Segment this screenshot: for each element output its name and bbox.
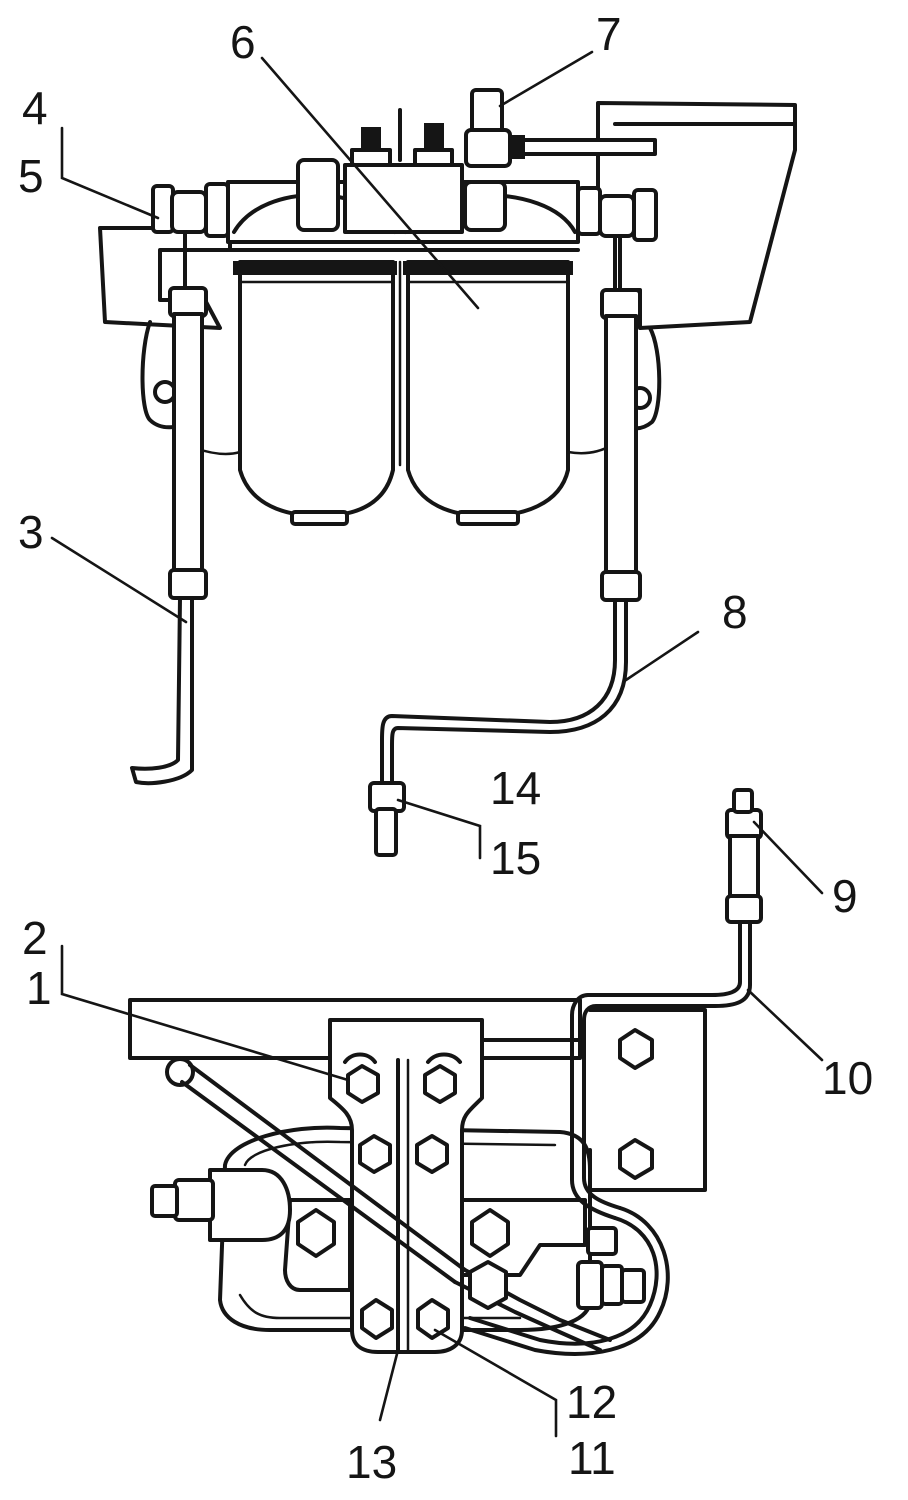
left-hose-nut-top bbox=[168, 286, 208, 318]
upper-right-hose bbox=[728, 834, 760, 902]
callout-4: 4 bbox=[22, 82, 48, 134]
center-bolt-right-top bbox=[424, 123, 444, 149]
callout-5: 5 bbox=[18, 150, 44, 202]
pump-inlet-cap bbox=[150, 1184, 179, 1218]
pipe-banjo-nut bbox=[468, 1260, 508, 1310]
callout-1: 1 bbox=[26, 962, 52, 1014]
callout-12: 12 bbox=[566, 1376, 617, 1428]
right-banjo-bolt bbox=[632, 188, 658, 242]
leader-1-2 bbox=[60, 944, 350, 1082]
center-bolt-left-top bbox=[361, 127, 381, 149]
pump-bolt-right bbox=[470, 1208, 510, 1258]
upper-right-fitting-nut bbox=[725, 894, 763, 924]
side-plate-bolt-top bbox=[618, 1028, 654, 1070]
filter-bowl-left bbox=[238, 260, 395, 518]
supply-line-loop bbox=[463, 1206, 670, 1356]
return-valve-body bbox=[464, 128, 512, 168]
pump-inlet-nut bbox=[173, 1178, 215, 1222]
leader-10 bbox=[746, 988, 824, 1062]
clamp-bolt-3 bbox=[358, 1134, 392, 1174]
leader-4-5 bbox=[60, 126, 160, 220]
clamp-bolt-4 bbox=[415, 1134, 449, 1174]
pump-bolt-left bbox=[296, 1208, 336, 1258]
return-pipe-nut bbox=[509, 135, 525, 159]
callout-9: 9 bbox=[832, 870, 858, 922]
line-end-stub bbox=[374, 807, 398, 857]
leader-9 bbox=[752, 820, 824, 895]
callout-11: 11 bbox=[568, 1432, 616, 1484]
callout-labels: 4 5 6 7 3 8 14 15 9 2 1 10 12 11 13 bbox=[18, 8, 873, 1488]
pump-assembly bbox=[128, 788, 763, 1356]
clamp-bolt-5 bbox=[360, 1298, 394, 1340]
right-hose-nut-bottom bbox=[600, 570, 642, 602]
bleed-plug-left bbox=[296, 158, 340, 232]
left-hose bbox=[172, 312, 204, 578]
upper-right-fitting-cap bbox=[732, 788, 754, 814]
bowl-band-left bbox=[233, 261, 397, 275]
clamp-bolt-6 bbox=[416, 1298, 450, 1340]
pump-rib bbox=[283, 1198, 352, 1292]
drain-plug-right bbox=[456, 510, 520, 526]
lower-bracket bbox=[128, 998, 582, 1060]
clamp-bolt-2 bbox=[423, 1064, 457, 1104]
bowl-band-right bbox=[403, 261, 573, 275]
clamp-bolt-1 bbox=[346, 1064, 380, 1104]
callout-14: 14 bbox=[490, 762, 541, 814]
pump-outlet-nut bbox=[600, 1264, 624, 1306]
left-hose-nut-bottom bbox=[168, 568, 208, 600]
right-union-nut bbox=[576, 186, 602, 236]
diagonal-pipe bbox=[180, 1063, 467, 1284]
bleed-plug-right bbox=[463, 180, 507, 232]
left-banjo-bolt bbox=[204, 182, 230, 238]
leader-3 bbox=[50, 536, 188, 624]
leader-8 bbox=[624, 630, 700, 682]
drain-plug-left bbox=[290, 510, 349, 526]
return-pipe bbox=[508, 138, 657, 156]
right-fuel-line bbox=[380, 598, 628, 787]
callout-8: 8 bbox=[722, 586, 748, 638]
leader-14-15 bbox=[396, 798, 482, 860]
right-hose bbox=[604, 314, 638, 580]
filter-bowl-right bbox=[406, 260, 570, 518]
callout-10: 10 bbox=[822, 1052, 873, 1104]
leader-6 bbox=[260, 56, 480, 310]
center-block bbox=[343, 163, 464, 234]
pump-outlet-fitting bbox=[576, 1260, 604, 1310]
callout-2: 2 bbox=[22, 912, 48, 964]
right-banjo bbox=[598, 194, 636, 238]
callout-3: 3 bbox=[18, 506, 44, 558]
callout-13: 13 bbox=[346, 1436, 397, 1488]
callout-7: 7 bbox=[596, 8, 622, 60]
side-plate-bolt-bottom bbox=[618, 1138, 654, 1180]
support-strap bbox=[193, 443, 614, 456]
leader-11-12 bbox=[433, 1328, 558, 1438]
pump-outlet-bolt bbox=[620, 1268, 646, 1304]
pump-inlet-housing bbox=[208, 1168, 292, 1242]
leader-13 bbox=[378, 1348, 400, 1422]
right-hose-nut-top bbox=[600, 288, 642, 320]
left-banjo bbox=[170, 190, 208, 234]
callout-15: 15 bbox=[490, 832, 541, 884]
line-end-nut bbox=[368, 781, 406, 813]
pipe-eye bbox=[165, 1057, 195, 1087]
mounting-bracket bbox=[98, 226, 232, 330]
pump-inner-line bbox=[238, 1140, 557, 1320]
clamp-hinge bbox=[343, 1052, 462, 1064]
return-valve bbox=[470, 88, 504, 134]
leader-lines bbox=[50, 50, 824, 1438]
supply-line bbox=[570, 920, 752, 1220]
left-fuel-line bbox=[130, 596, 194, 786]
filter-assembly bbox=[98, 88, 797, 857]
pump-side-boss bbox=[586, 1226, 618, 1256]
callout-6: 6 bbox=[230, 16, 256, 68]
leader-7 bbox=[498, 50, 594, 108]
clamp-plate bbox=[328, 1018, 484, 1354]
